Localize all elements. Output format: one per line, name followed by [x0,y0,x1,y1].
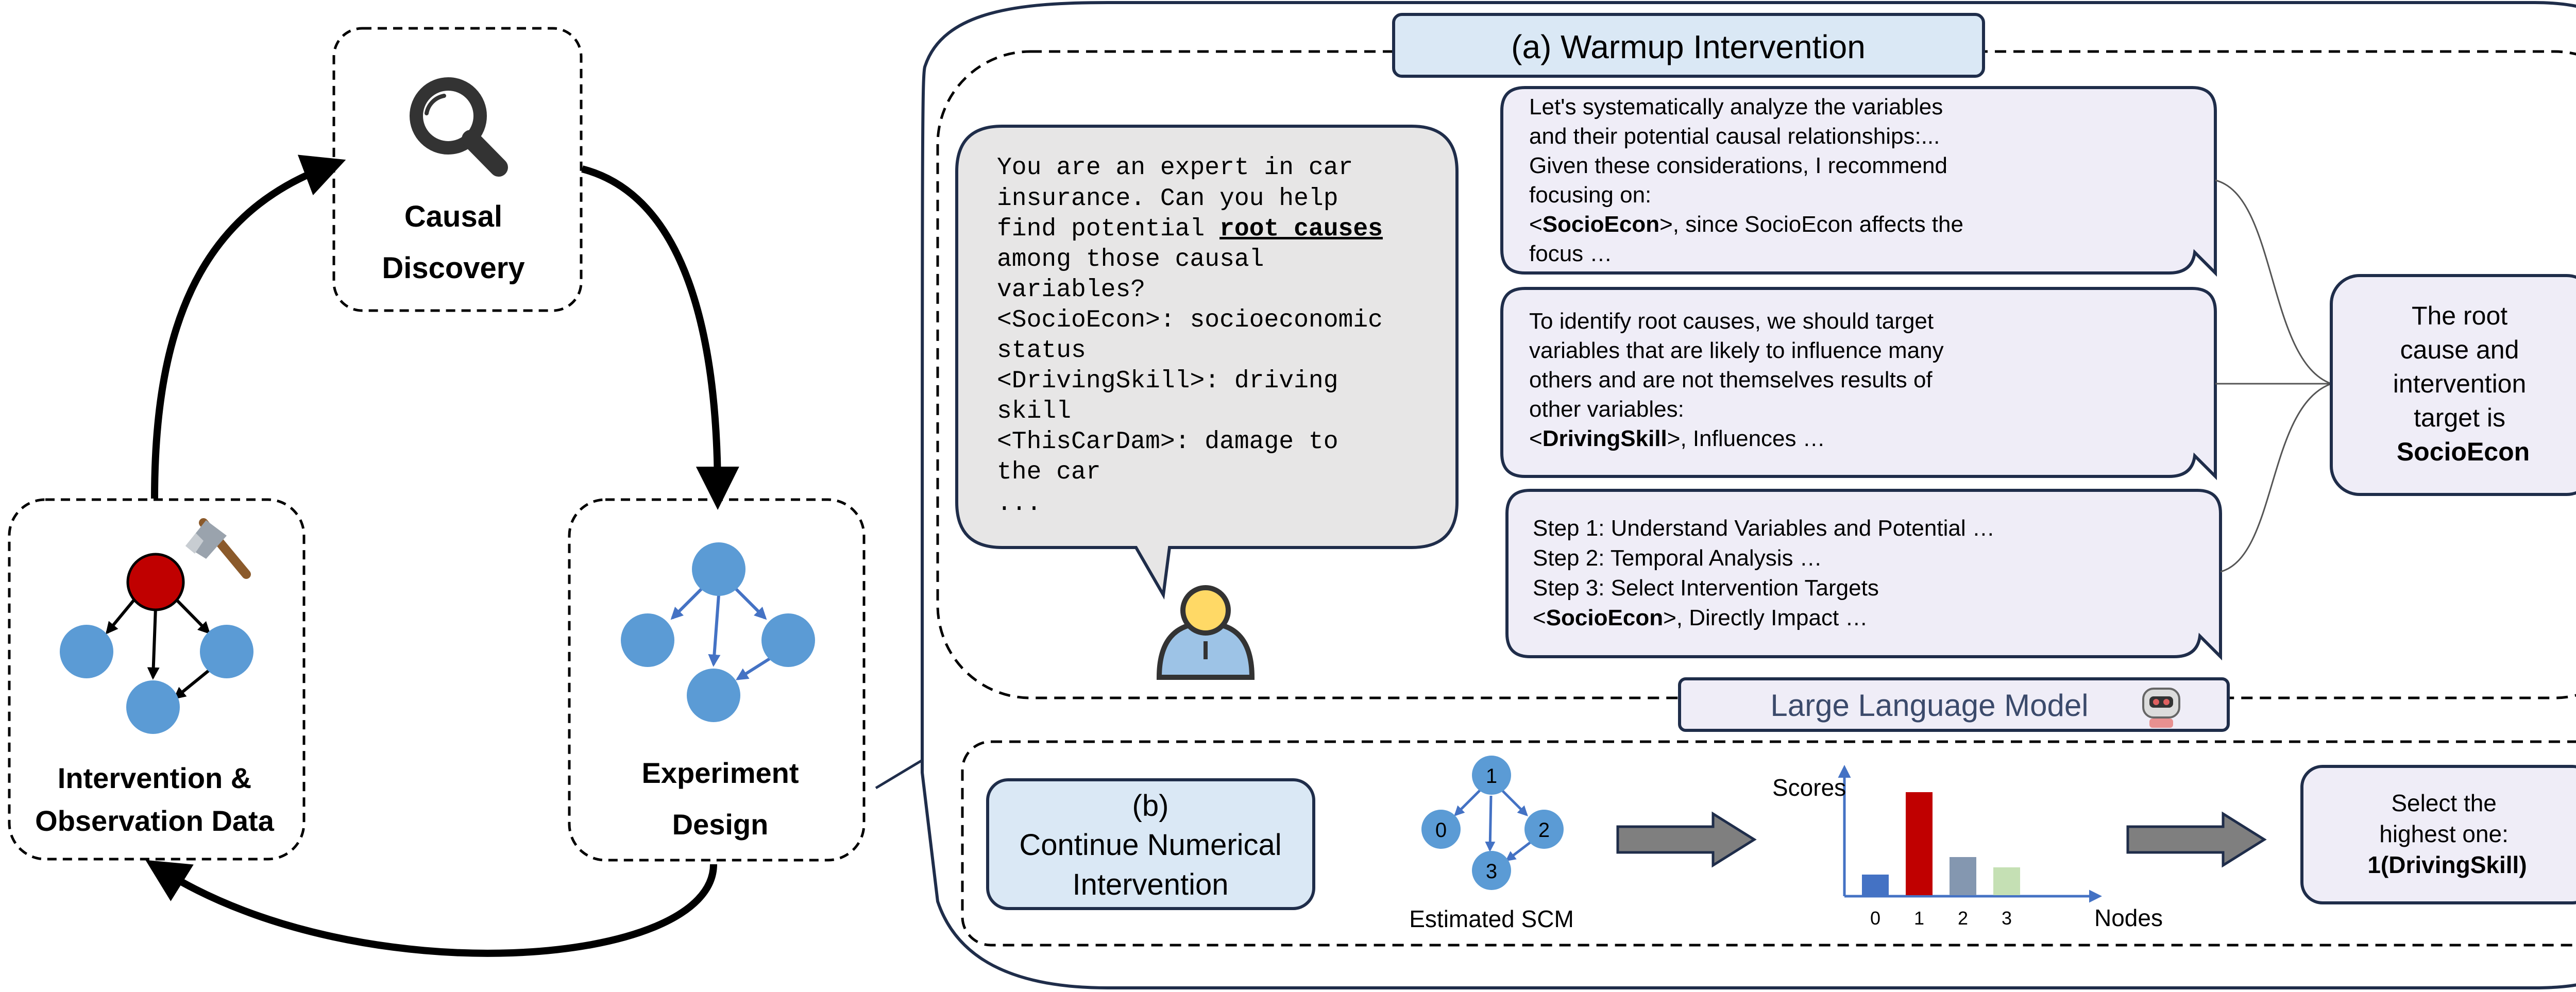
conclusion-line: target is [2414,403,2505,432]
causal-discovery-label-2: Discovery [382,251,524,285]
x-tick-label: 2 [1958,908,1968,929]
response-bold-var: SocioEcon [1543,212,1659,237]
response-bold-var: SocioEcon [1546,605,1663,630]
response-line: Let's systematically analyze the variabl… [1529,94,1943,119]
intervention-data-label-2: Observation Data [35,805,275,837]
user-prompt-line: skill [997,398,1071,425]
estimated-scm-graph: 1 0 2 3 Estimated SCM [1409,756,1574,932]
panel-b-label-3: Intervention [1072,868,1228,901]
bar-node-0 [1862,875,1889,895]
user-prompt-bubble: You are an expert in car insurance. Can … [955,125,1459,600]
response-line: To identify root causes, we should targe… [1529,309,1934,334]
causal-discovery-node: Causal Discovery [332,27,583,312]
conclusion-line: cause and [2400,335,2519,364]
response-tail: >, since SocioEcon affects the [1659,212,1963,237]
conclusion-line: intervention [2393,369,2527,398]
llm-response-2: To identify root causes, we should targe… [1500,287,2217,481]
arrow-discovery-to-design [581,165,739,510]
user-prompt-line: variables? [997,276,1145,304]
panel-b-label-1: (b) [1132,789,1169,823]
response-bold-var: DrivingSkill [1543,426,1667,451]
scm-caption: Estimated SCM [1409,905,1574,932]
root-causes-highlight: root causes [1219,215,1383,243]
llm-response-3: Step 1: Understand Variables and Potenti… [1505,489,2222,661]
hammer-icon [185,518,251,579]
panel-a-title-box: (a) Warmup Intervention [1392,13,1985,78]
response-line: others and are not themselves results of [1529,367,1933,392]
svg-text:The root cause and: The root cause and intervention target i… [2393,301,2533,466]
block-arrow-1 [1616,811,1757,868]
user-prompt-line: find potential [997,215,1219,243]
response-line: Step 1: Understand Variables and Potenti… [1533,516,1995,541]
response-line: Step 2: Temporal Analysis … [1533,545,1822,571]
response-line: variables that are likely to influence m… [1529,338,1944,363]
chart-y-label: Scores [1772,774,1846,801]
x-tick-label: 1 [1914,908,1924,929]
select-line-bold: 1(DrivingSkill) [2367,851,2527,878]
scores-chart: Scores Nodes 0 1 2 3 [1772,765,2163,931]
user-prompt-line: ... [997,490,1041,518]
conclusion-bold: SocioEcon [2397,437,2530,466]
panel-b-frame [961,740,2576,947]
svg-text:Let's systematically analyze t: Let's systematically analyze the variabl… [1529,94,1970,266]
intervention-data-node: Intervention & Observation Data [8,498,306,861]
experiment-design-label-1: Experiment [642,757,799,789]
chart-x-label: Nodes [2094,904,2163,931]
x-tick-label: 3 [2002,908,2012,929]
scm-node-label: 0 [1435,819,1447,842]
user-prompt-line: status [997,337,1086,365]
select-result-box: Select the highest one: 1(DrivingSkill) [2300,765,2576,904]
llm-label-box: Large Language Model [1678,677,2230,732]
svg-text:Select the highest one:: Select the highest one: 1(DrivingSkill) [2367,790,2527,878]
arrow-data-to-discovery [151,155,346,499]
magnifier-icon [410,77,508,177]
bar-node-3 [1993,867,2020,895]
svg-text:To identify root causes, we sh: To identify root causes, we should targe… [1529,309,1950,451]
user-prompt-line: among those causal [997,246,1264,273]
response-line: focus … [1529,241,1612,266]
root-node-red [126,553,185,611]
panel-b-label-box: (b) Continue Numerical Intervention [986,778,1315,910]
experiment-design-label-2: Design [672,808,769,841]
response-tail: >, Influences … [1667,426,1825,451]
bar-node-1 [1906,792,1933,895]
response-line: and their potential causal relationships… [1529,124,1940,149]
llm-label: Large Language Model [1770,688,2088,723]
bar-node-2 [1950,857,1976,895]
user-prompt-line: You are an expert in car [997,154,1353,182]
scm-node-label: 2 [1538,819,1550,842]
panel-a-title: (a) Warmup Intervention [1511,28,1866,65]
conclusion-box: The root cause and intervention target i… [2330,274,2576,496]
causal-discovery-label-1: Causal [404,200,502,233]
robot-icon [2142,688,2180,728]
svg-text:You are an expert in car: You are an expert in car insurance. Can … [997,154,1398,518]
user-prompt-line: the car [997,458,1101,486]
response-tail: >, Directly Impact … [1663,605,1868,630]
arrow-design-to-data [145,860,717,957]
conclusion-line: The root [2412,301,2507,330]
user-prompt-line: insurance. Can you help [997,185,1338,213]
response-line: focusing on: [1529,182,1651,208]
experiment-design-node: Experiment Design [568,498,866,862]
intervention-data-label-1: Intervention & [58,762,251,794]
response-line: Given these considerations, I recommend [1529,153,1947,178]
user-prompt-line: <SocioEcon>: socioeconomic [997,306,1383,334]
llm-response-1: Let's systematically analyze the variabl… [1500,86,2217,277]
aggregation-brace [2215,179,2332,573]
response-line: Step 3: Select Intervention Targets [1533,575,1879,601]
panel-b-label-2: Continue Numerical [1019,828,1281,862]
svg-text:Step 1: Understand Variables a: Step 1: Understand Variables and Potenti… [1533,516,2001,630]
select-line: Select the [2391,790,2497,816]
select-line: highest one: [2379,820,2509,847]
scm-node-label: 3 [1486,860,1497,883]
user-avatar-icon [1156,585,1255,680]
block-arrow-2 [2126,811,2267,868]
user-prompt-line: <DrivingSkill>: driving [997,367,1338,395]
x-tick-label: 0 [1870,908,1880,929]
response-line: other variables: [1529,397,1684,422]
user-prompt-line: <ThisCarDam>: damage to [997,428,1338,456]
scm-node-label: 1 [1486,765,1497,788]
